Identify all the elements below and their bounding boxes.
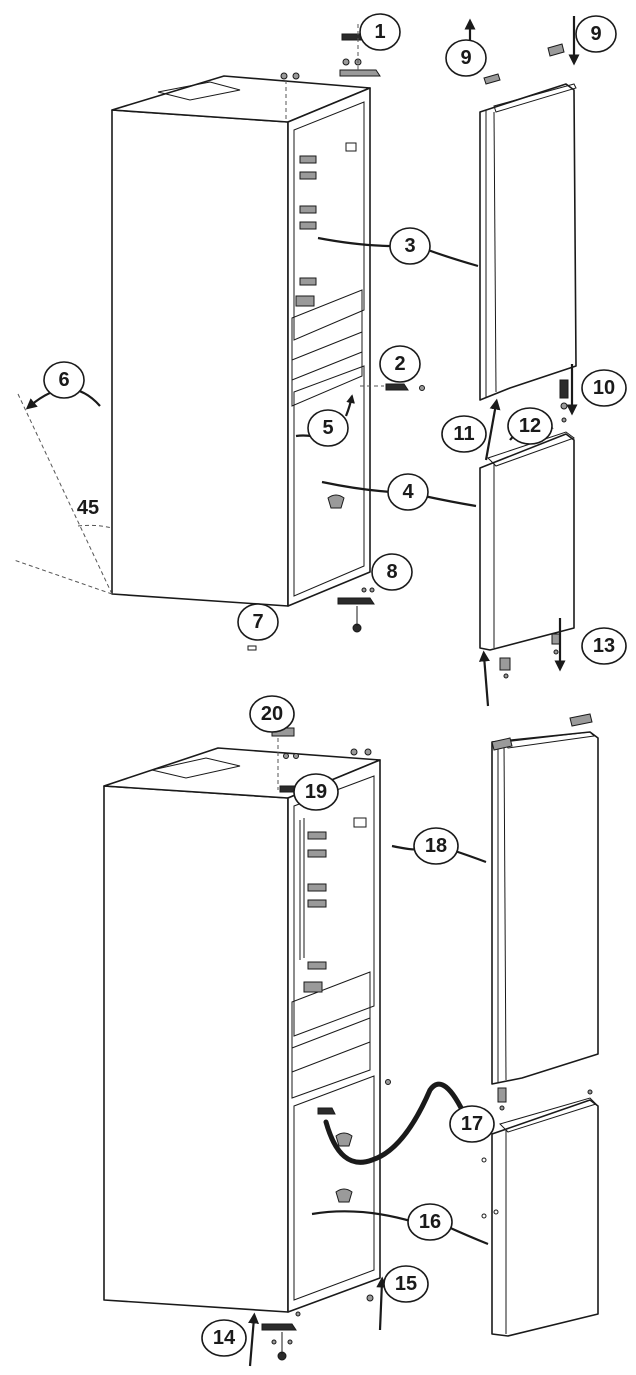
- shelf-supports: [295, 142, 357, 307]
- callout-8-label: 8: [386, 561, 397, 583]
- callout-9-left-label: 9: [460, 47, 471, 69]
- callout-5-label: 5: [322, 417, 333, 439]
- top-lower-door: [479, 431, 576, 651]
- callout-6-label: 6: [58, 369, 69, 391]
- leader-lines-top: [317, 236, 479, 508]
- bottom-lower-door: [481, 1087, 599, 1337]
- callout-11-label: 11: [453, 423, 474, 445]
- bottom-hinge-part-top-assembly: [337, 587, 375, 633]
- callout-1-label: 1: [374, 21, 385, 43]
- foot-part: [247, 645, 257, 651]
- callout-7: 7: [237, 603, 279, 641]
- callout-2: 2: [379, 345, 421, 383]
- callout-5: 5: [307, 409, 349, 447]
- callout-16: 16: [407, 1203, 453, 1241]
- callout-17: 17: [449, 1105, 495, 1143]
- top-upper-door: [479, 43, 577, 401]
- callout-7-label: 7: [252, 611, 263, 633]
- top-fridge-cabinet: [111, 72, 371, 607]
- callout-11: 11: [441, 415, 487, 453]
- callout-15-label: 15: [395, 1273, 417, 1295]
- callout-15: 15: [383, 1265, 429, 1303]
- callout-18-label: 18: [425, 835, 447, 857]
- callout-20-label: 20: [261, 703, 283, 725]
- bottom-fridge-cabinet: [103, 747, 381, 1313]
- opening-angle-indicator: [13, 393, 113, 595]
- hinge-cable: [323, 1081, 469, 1165]
- opening-angle-label: 45: [77, 497, 99, 519]
- callout-13-label: 13: [593, 635, 615, 657]
- callout-4: 4: [387, 473, 429, 511]
- callout-9-right-label: 9: [590, 23, 601, 45]
- callout-3-label: 3: [404, 235, 415, 257]
- bottom-upper-door: [491, 713, 599, 1085]
- callout-19: 19: [293, 773, 339, 811]
- callout-14: 14: [201, 1319, 247, 1357]
- callout-17-label: 17: [461, 1113, 483, 1135]
- door-hinge-parts: [499, 379, 569, 679]
- callout-14-label: 14: [213, 1327, 236, 1349]
- callout-9-right: 9: [575, 15, 617, 53]
- callout-3: 3: [389, 227, 431, 265]
- middle-hinge-part-bottom: [317, 1079, 391, 1115]
- callout-4-label: 4: [402, 481, 414, 503]
- middle-hinge-part: [360, 383, 425, 391]
- callout-9-left: 9: [445, 39, 487, 77]
- callout-1: 1: [359, 13, 401, 51]
- callout-2-label: 2: [394, 353, 405, 375]
- callout-10: 10: [581, 369, 627, 407]
- callout-6: 6: [43, 361, 85, 399]
- callout-16-label: 16: [419, 1211, 441, 1233]
- callout-10-label: 10: [593, 377, 615, 399]
- callout-12: 12: [507, 407, 553, 445]
- shelf-supports-bottom: [303, 817, 367, 993]
- callout-13: 13: [581, 627, 627, 665]
- callout-19-label: 19: [305, 781, 327, 803]
- callout-20: 20: [249, 695, 295, 733]
- callout-8: 8: [371, 553, 413, 591]
- callout-12-label: 12: [519, 415, 541, 437]
- bottom-hinge-part-bottom-assembly: [261, 1294, 374, 1361]
- callout-18: 18: [413, 827, 459, 865]
